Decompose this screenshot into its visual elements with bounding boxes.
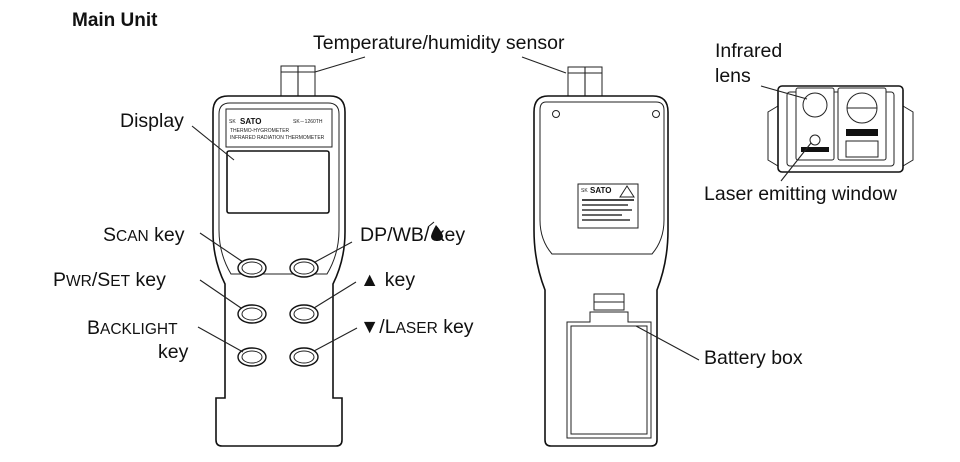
dp-wb-key[interactable] xyxy=(289,258,319,278)
back-screw-left xyxy=(552,110,560,118)
front-brand-logo: SATO xyxy=(240,117,261,126)
leader-scan-key xyxy=(199,232,244,263)
label-dp-wb-text: DP/WB/ xyxy=(360,224,430,246)
label-laser-emitting-window: Laser emitting window xyxy=(704,183,898,205)
pwr-set-key[interactable] xyxy=(237,304,267,324)
top-right-wing xyxy=(902,105,914,167)
leader-display xyxy=(191,125,235,161)
label-backlight-key-line2: key xyxy=(158,341,189,363)
dew-drop-icon xyxy=(427,221,443,241)
label-display: Display xyxy=(120,110,184,132)
label-scan-key-can: CAN xyxy=(116,228,149,245)
leader-sensor-front xyxy=(314,56,366,73)
back-brand-logo: SATO xyxy=(590,186,611,195)
label-infrared-lens-line1: Infrared xyxy=(715,40,782,62)
label-down-laser-key: ▼/LASER key xyxy=(360,316,474,338)
label-pwr-suffix: key xyxy=(130,269,166,291)
sensor-slot-top xyxy=(846,129,878,136)
label-down-suffix: key xyxy=(438,316,474,338)
top-left-wing xyxy=(767,105,779,167)
label-down-aser: ASER xyxy=(396,320,438,337)
scan-key[interactable] xyxy=(237,258,267,278)
label-battery-box: Battery box xyxy=(704,347,803,369)
leader-laser-emitting-window xyxy=(780,142,812,182)
laser-emitting-window xyxy=(809,134,821,146)
back-top-plate xyxy=(539,101,665,255)
label-dp-wb-key: DP/WB/ key xyxy=(360,224,465,246)
front-lcd-display xyxy=(226,150,330,214)
leader-up-key xyxy=(313,281,357,309)
label-scan-key-suffix: key xyxy=(149,224,185,246)
label-pwr-set-key: PWR/SET key xyxy=(53,269,166,291)
down-laser-key[interactable] xyxy=(289,347,319,367)
front-subtitle-1: THERMO-HYGROMETER xyxy=(230,128,290,134)
leader-down-laser-key xyxy=(313,327,358,352)
backlight-key[interactable] xyxy=(237,347,267,367)
label-scan-key-s: S xyxy=(103,224,116,246)
label-backlight-b: B xyxy=(87,317,100,339)
label-backlight-acklight: ACKLIGHT xyxy=(100,321,178,338)
leader-dp-wb-key xyxy=(314,241,353,263)
back-screw-right xyxy=(652,110,660,118)
infrared-lens xyxy=(802,92,828,118)
leader-pwr-set-key xyxy=(199,279,242,309)
front-brand-prefix: SK xyxy=(229,119,236,125)
back-warning-label: SK SATO xyxy=(577,183,639,229)
label-up-key: ▲ key xyxy=(360,269,415,291)
label-scan-key: SCAN key xyxy=(103,224,185,246)
back-view-device: SK SATO xyxy=(533,66,669,447)
label-pwr-wr: WR xyxy=(66,273,92,290)
back-brand-prefix: SK xyxy=(581,188,588,194)
label-pwr-et: ET xyxy=(110,273,130,290)
label-pwr-p: P xyxy=(53,269,66,291)
label-backlight-key-line1: BACKLIGHT xyxy=(87,317,178,339)
top-view-device xyxy=(767,85,914,173)
up-key[interactable] xyxy=(289,304,319,324)
label-pwr-slash-s: /S xyxy=(92,269,110,291)
top-left-bar xyxy=(801,147,829,152)
leader-sensor-back xyxy=(521,56,567,74)
label-temperature-humidity-sensor: Temperature/humidity sensor xyxy=(313,32,565,54)
leader-infrared-lens xyxy=(760,85,808,100)
label-infrared-lens-line2: lens xyxy=(715,65,751,87)
leader-backlight-key xyxy=(197,326,244,353)
front-sensor-probe xyxy=(280,65,316,101)
leader-battery-box xyxy=(635,325,700,361)
sensor-slot-bottom xyxy=(845,140,879,158)
label-down-l: ▼/L xyxy=(360,316,396,338)
diagram-title: Main Unit xyxy=(72,10,158,31)
front-view-device: SK SATO SK－1260TH THERMO-HYGROMETER INFR… xyxy=(212,65,346,447)
front-model-name: SK－1260TH xyxy=(293,119,323,125)
front-label-panel xyxy=(225,108,333,148)
back-battery-cover xyxy=(566,293,652,439)
front-subtitle-2: INFRARED RADIATION THERMOMETER xyxy=(230,135,325,141)
